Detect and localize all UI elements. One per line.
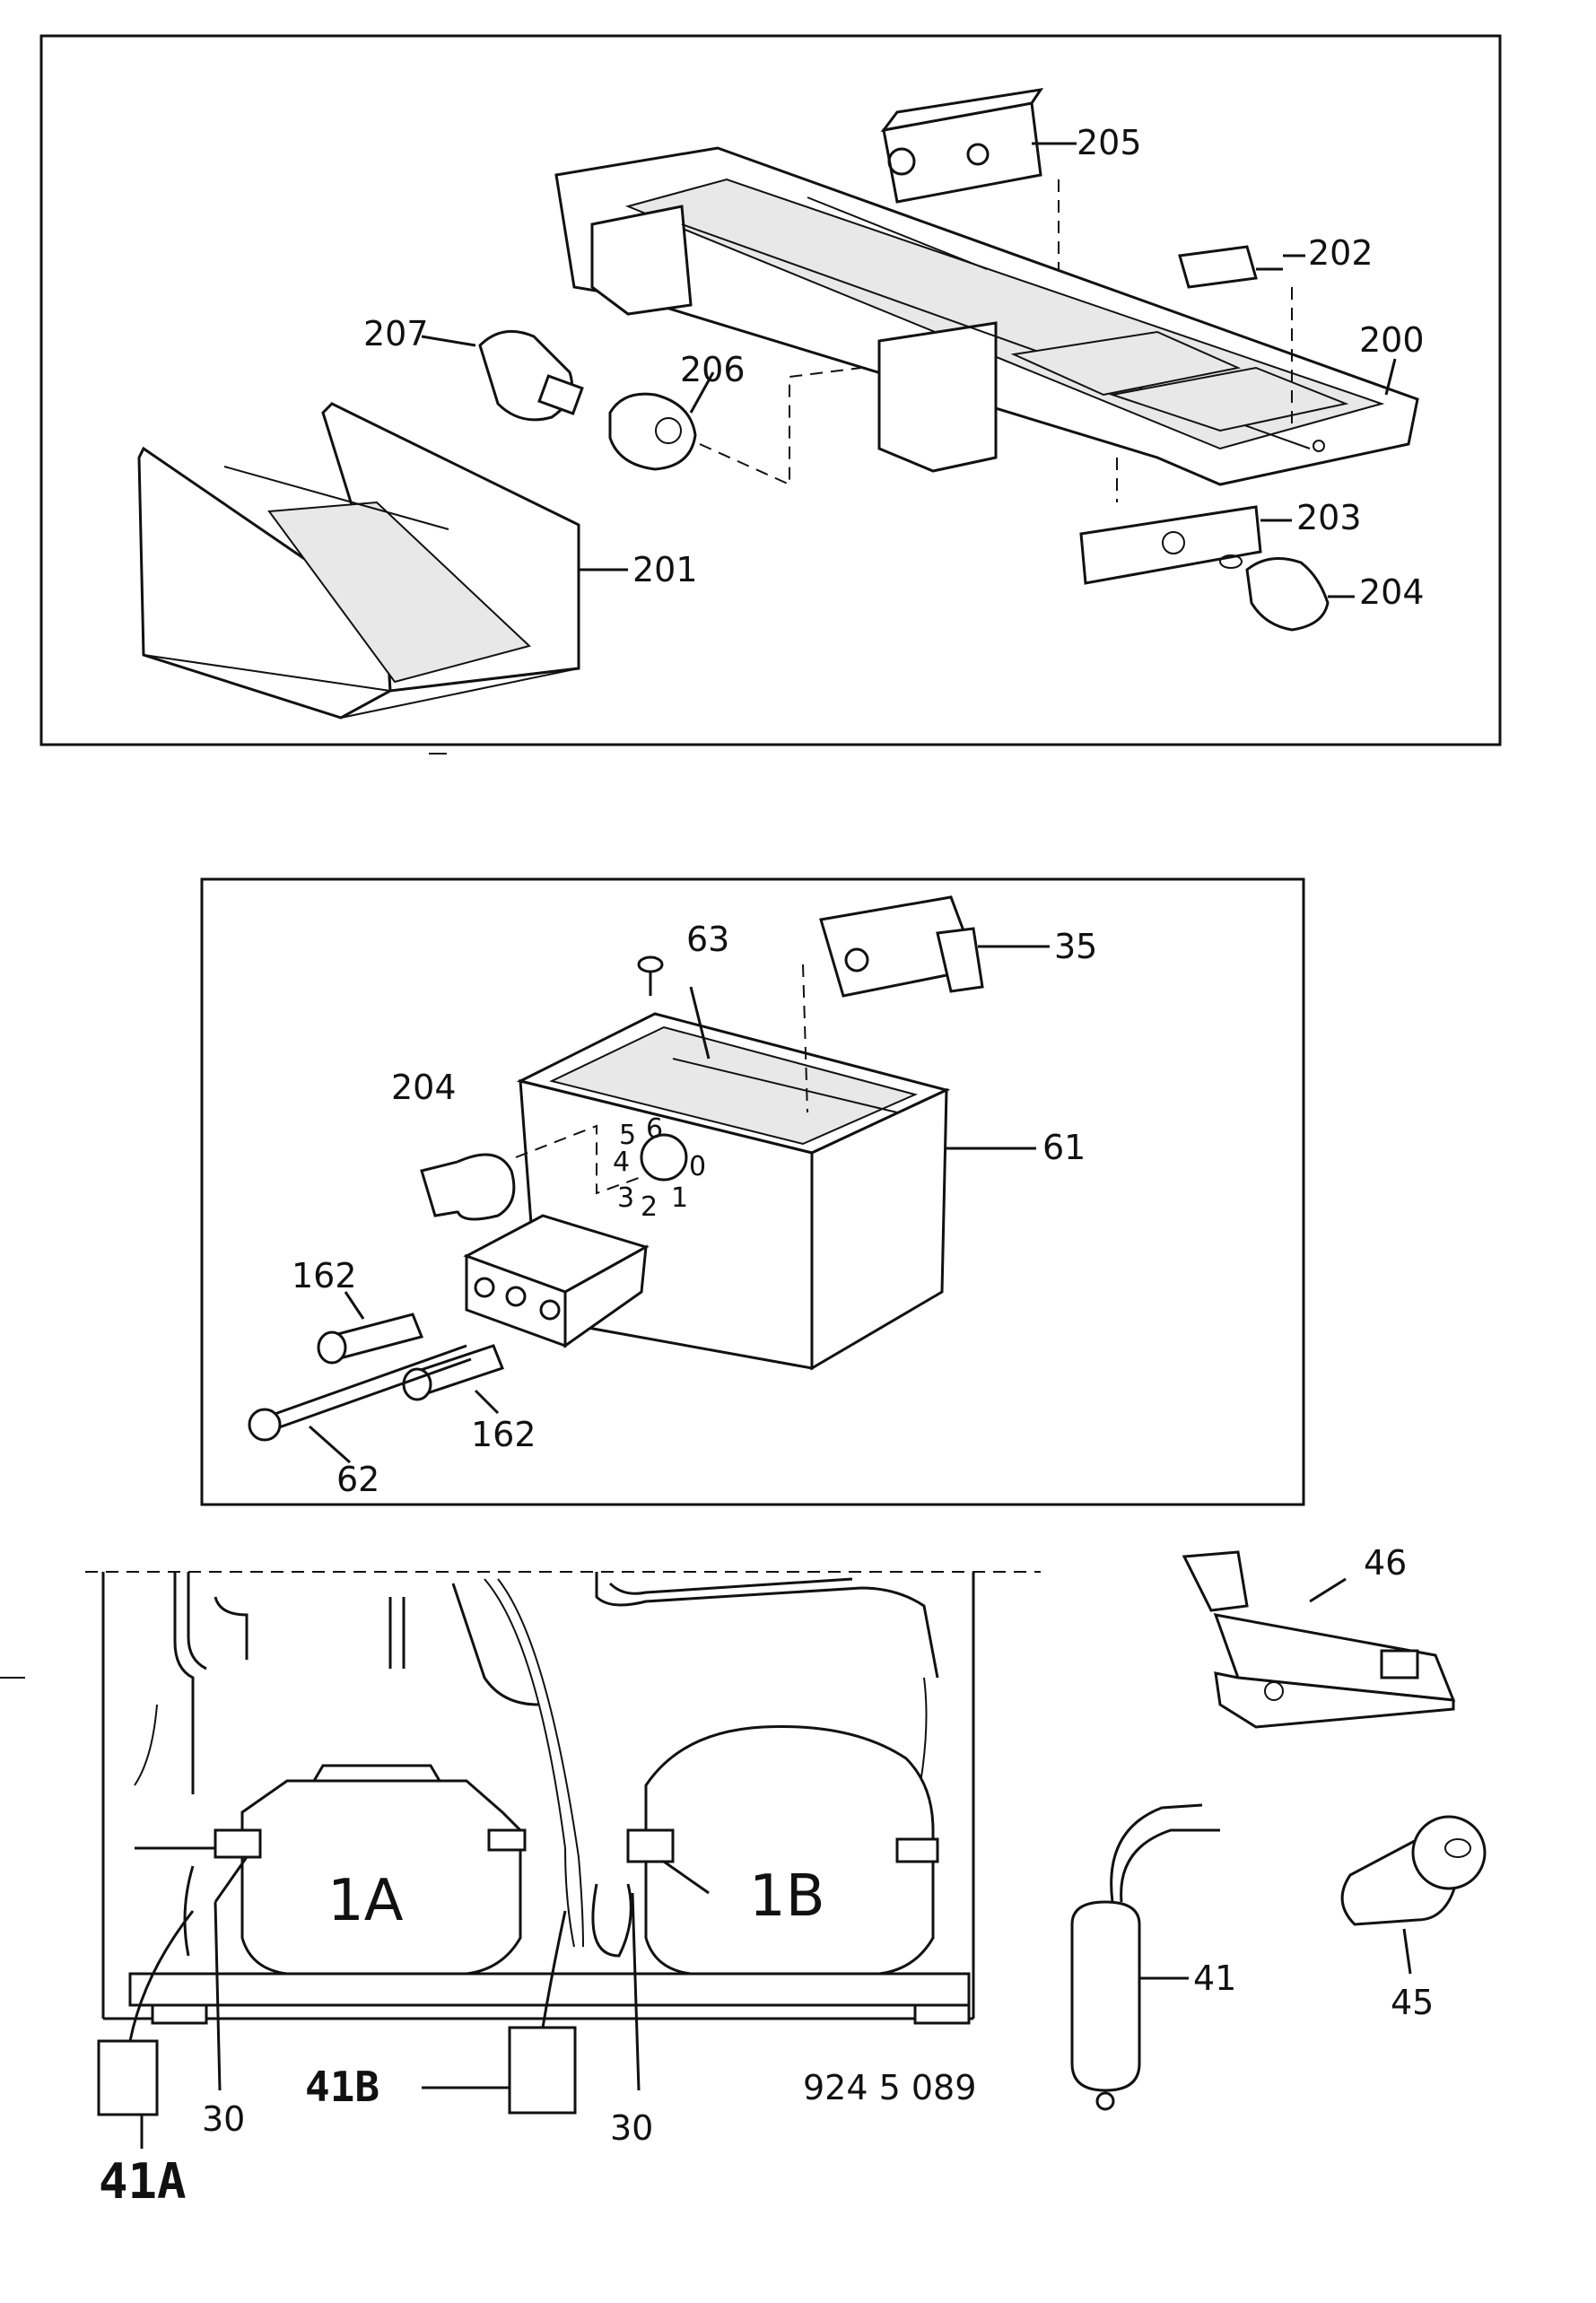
- drawing-number: 924 5 089: [803, 2068, 976, 2107]
- knob-204: [420, 1153, 516, 1221]
- dial-number: 3: [617, 1182, 634, 1214]
- guide-line: [515, 1124, 647, 1195]
- callout-162: 162: [292, 1256, 357, 1295]
- middle-panel-frame: [200, 877, 1305, 1506]
- connector-202: [1178, 245, 1305, 289]
- guide-line: [699, 367, 862, 486]
- dial-number: 4: [613, 1147, 630, 1178]
- junction-block: [463, 1214, 650, 1348]
- callout-35: 35: [1054, 927, 1097, 966]
- screw: [637, 955, 664, 996]
- lamp-holder-45: 45: [1340, 1815, 1487, 2022]
- thermostat-35: [819, 895, 1050, 998]
- bottom-section: 1A 1B 46 41: [85, 1543, 1487, 2210]
- middle-panel: 5 6 4 0 3 2 1 63 35 204 61 162 162 62: [200, 877, 1305, 1506]
- label-plate-203: [1079, 505, 1292, 585]
- lamp-162: [317, 1291, 424, 1365]
- tray-housing-200: [554, 146, 1419, 486]
- callout-41: 41: [1193, 1958, 1236, 1998]
- callout-203: 203: [1296, 498, 1362, 537]
- callout-30: 30: [202, 2099, 245, 2139]
- lamp-162: [402, 1344, 504, 1415]
- knob-204: [1219, 554, 1355, 632]
- callout-45: 45: [1391, 1983, 1434, 2022]
- callout-201: 201: [632, 550, 698, 589]
- callout-46: 46: [1364, 1543, 1407, 1583]
- callout-61: 61: [1042, 1128, 1086, 1167]
- compressor-1a: 1A: [135, 1764, 527, 1976]
- compressor-label-1b: 1B: [749, 1863, 825, 1930]
- dial-number: 0: [689, 1151, 706, 1182]
- relay-bracket-46: 46: [1182, 1543, 1456, 1729]
- callout-200: 200: [1359, 320, 1425, 360]
- control-box-61: [516, 1012, 964, 1371]
- callout-205: 205: [1077, 123, 1142, 162]
- callout-206: 206: [680, 350, 746, 389]
- thermostat-205: [880, 87, 1077, 204]
- rod-62: [248, 1344, 472, 1464]
- top-panel: 205 202 200 207 206 203 204 201: [39, 34, 1502, 746]
- compressor-label-1a: 1A: [327, 1868, 404, 1934]
- compressor-1b: 1B: [591, 1724, 939, 1976]
- callout-162: 162: [471, 1415, 536, 1454]
- drip-tray-201: [137, 402, 628, 720]
- bulb-207: [421, 329, 584, 422]
- relay-box-41b: [508, 2026, 577, 2115]
- lamp-holder-206: [608, 371, 715, 471]
- callout-202: 202: [1308, 233, 1374, 273]
- refrigerant-piping: [134, 1572, 939, 1948]
- callout-41b: 41B: [305, 2063, 379, 2111]
- top-panel-frame: [39, 34, 1502, 746]
- callout-62: 62: [336, 1460, 379, 1499]
- callout-207: 207: [363, 314, 429, 353]
- dial-number: 1: [671, 1182, 688, 1214]
- capacitor-41: 41: [1070, 1803, 1236, 2111]
- dial-number: 5: [619, 1120, 636, 1151]
- callout-63: 63: [686, 920, 729, 959]
- relay-box-41a: [97, 2039, 159, 2116]
- callout-204: 204: [391, 1068, 457, 1107]
- callout-41a: 41A: [99, 2153, 187, 2210]
- callout-204: 204: [1359, 572, 1425, 612]
- callout-30: 30: [610, 2108, 653, 2148]
- guide-line: [802, 964, 808, 1113]
- dial-number: 6: [646, 1113, 663, 1145]
- dial-number: 2: [641, 1191, 658, 1223]
- guide-line: [689, 986, 711, 1060]
